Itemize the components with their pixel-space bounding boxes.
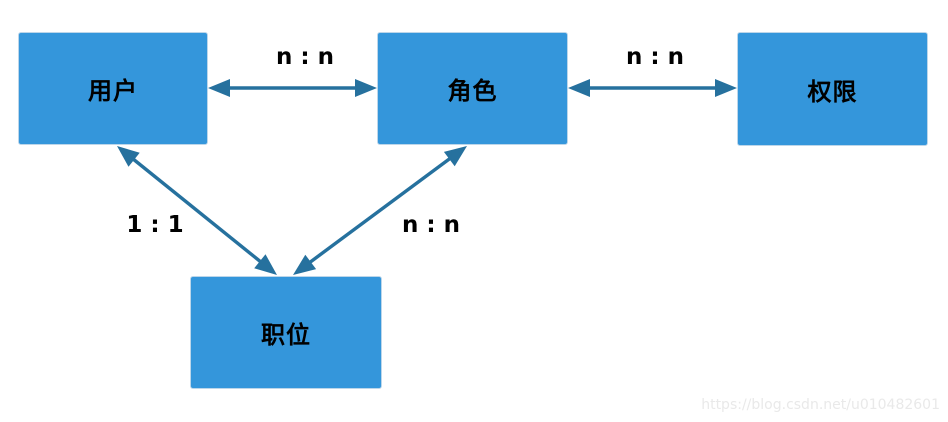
node-permission: 权限 xyxy=(737,32,928,146)
edge-role-permission-arrowhead-right xyxy=(715,79,737,97)
edge-user-role-arrowhead-left xyxy=(208,79,230,97)
edge-role-permission-arrowhead-left xyxy=(568,79,590,97)
edge-user-position-arrowhead-top xyxy=(117,146,140,167)
node-user: 用户 xyxy=(18,32,208,145)
edge-label-user-position: 1 : 1 xyxy=(126,212,184,238)
edge-label-user-role: n : n xyxy=(276,44,334,70)
edge-role-position-line xyxy=(304,154,455,267)
edge-role-position-arrowhead-top xyxy=(443,146,467,167)
edge-user-position xyxy=(117,146,277,275)
node-role-label: 角色 xyxy=(447,77,498,105)
node-user-label: 用户 xyxy=(88,77,138,105)
node-position-label: 职位 xyxy=(261,321,311,349)
node-position: 职位 xyxy=(190,276,382,389)
edge-role-permission xyxy=(568,79,737,97)
edge-user-position-line xyxy=(128,155,266,266)
watermark-text: https://blog.csdn.net/u010482601 xyxy=(701,397,940,413)
edge-label-role-permission: n : n xyxy=(626,44,684,70)
edge-user-position-arrowhead-bottom xyxy=(254,254,277,275)
edge-user-role xyxy=(208,79,377,97)
edge-role-position-arrowhead-bottom xyxy=(293,254,317,275)
edge-role-position xyxy=(293,146,467,275)
node-role: 角色 xyxy=(377,32,568,145)
edge-label-role-position: n : n xyxy=(402,212,460,238)
node-permission-label: 权限 xyxy=(807,77,858,106)
edge-user-role-arrowhead-right xyxy=(355,79,377,97)
